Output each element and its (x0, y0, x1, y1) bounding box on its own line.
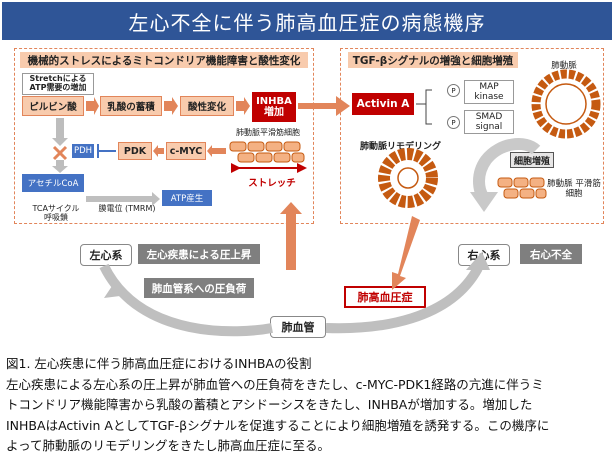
artery-label: 肺動脈 (551, 61, 577, 71)
activin-box: Activin A (352, 93, 414, 115)
chain-arrows (86, 97, 250, 115)
acetyl-coa-box: アセチルCoA (22, 174, 84, 192)
stretch-note: Stretchによる ATP需要の増加 (22, 73, 94, 95)
caption-line: トコンドリア機能障害から乳酸の蓄積とアシドーシスをきたし、INHBAが増加する。… (6, 397, 533, 412)
membrane-label: 膜電位 (TMRM) (98, 204, 156, 213)
inhba-box: INHBA 増加 (252, 92, 296, 122)
load-label: 肺血管系への圧負荷 (144, 278, 254, 298)
smc-right-label: 肺動脈 平滑筋細胞 (547, 179, 601, 199)
smooth-muscle-cells-right (497, 177, 547, 199)
left-pressure-label: 左心疾患による圧上昇 (138, 244, 260, 264)
caption-line: INHBAはActivin AとしてTGF-βシグナルを促進することにより細胞増… (6, 417, 550, 433)
lactate-box: 乳酸の蓄積 (100, 96, 162, 116)
caption-line: 左心疾患による左心系の圧上昇が肺血管への圧負荷をきたし、c-MYC-PDK1経路… (6, 376, 544, 392)
phospho-2: P (447, 116, 460, 129)
smc-label: 肺動脈平滑筋細胞 (236, 128, 300, 137)
caption-line: 図1. 左心疾患に伴う肺高血圧症におけるINHBAの役割 (6, 356, 312, 371)
pdh-box: PDH (72, 144, 94, 158)
figure-caption: 図1. 左心疾患に伴う肺高血圧症におけるINHBAの役割 左心疾患による左心系の… (6, 354, 612, 457)
pdk-box: PDK (118, 142, 152, 160)
cmyc-box: c-MYC (166, 142, 206, 160)
inhba-to-activin-arrow (298, 96, 350, 116)
acid-box: 酸性変化 (180, 96, 234, 116)
block-cross-icon (52, 145, 68, 161)
left-panel (14, 48, 314, 224)
page-title: 左心不全に伴う肺高血圧症の病態機序 (2, 2, 612, 40)
artery-icon (531, 69, 601, 139)
right-panel (340, 48, 604, 224)
smooth-muscle-cells-left (229, 141, 305, 163)
caption-line: よって肺動脈のリモデリングをきたし肺高血圧症に至る。 (6, 438, 331, 453)
pulmonary-vessel-box: 肺血管 (270, 316, 326, 338)
remodeled-artery-icon (378, 148, 438, 208)
stretch-label: ストレッチ (248, 178, 296, 189)
left-system-box: 左心系 (80, 244, 132, 266)
map-kinase-box: MAP kinase (464, 80, 514, 104)
remodel-label: 肺動脈リモデリング (360, 142, 442, 152)
smad-signal-box: SMAD signal (464, 110, 514, 134)
atp-box: ATP産生 (162, 190, 212, 206)
tca-label: TCAサイクル 呼吸鎖 (32, 204, 80, 223)
right-failure-label: 右心不全 (520, 244, 582, 264)
pulmonary-hypertension-box: 肺高血圧症 (344, 286, 426, 308)
left-panel-header: 機械的ストレスによるミトコンドリア機能障害と酸性変化 (20, 52, 308, 68)
pyruvate-box: ピルビン酸 (22, 96, 84, 116)
right-panel-header: TGF-βシグナルの増強と細胞増殖 (348, 52, 518, 68)
phospho-1: P (447, 84, 460, 97)
